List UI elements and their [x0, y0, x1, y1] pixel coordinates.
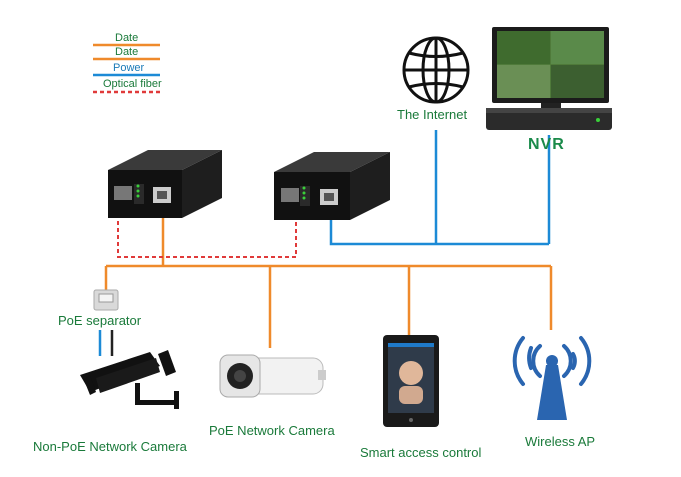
- network-lines: [98, 130, 551, 356]
- globe-icon: [402, 36, 470, 104]
- data-lines: [104, 218, 553, 348]
- nvr-monitor-icon: [486, 27, 612, 130]
- legend-label-fiber: Optical fiber: [103, 78, 162, 90]
- nonpoe-camera-label: Non-PoE Network Camera: [33, 439, 187, 454]
- poe-separator-icon: [93, 289, 119, 311]
- face-terminal-icon: [383, 335, 439, 427]
- wifi-antenna-icon: [512, 336, 592, 420]
- media-converter-right: [274, 152, 390, 220]
- nvr-label: NVR: [528, 136, 565, 153]
- legend-label-date-1: Date: [115, 32, 139, 44]
- bullet-camera-icon: [219, 354, 326, 398]
- media-converter-left: [108, 150, 222, 218]
- access-control-label: Smart access control: [360, 445, 482, 460]
- legend-label-power: Power: [113, 62, 145, 74]
- fiber-link: [117, 200, 297, 258]
- internet-label: The Internet: [397, 107, 468, 122]
- poe-separator-label: PoE separator: [58, 313, 142, 328]
- poe-camera-label: PoE Network Camera: [209, 423, 335, 438]
- wireless-ap-label: Wireless AP: [525, 434, 596, 449]
- box-camera-icon: [80, 350, 179, 409]
- legend-label-date-2: Date: [115, 46, 139, 58]
